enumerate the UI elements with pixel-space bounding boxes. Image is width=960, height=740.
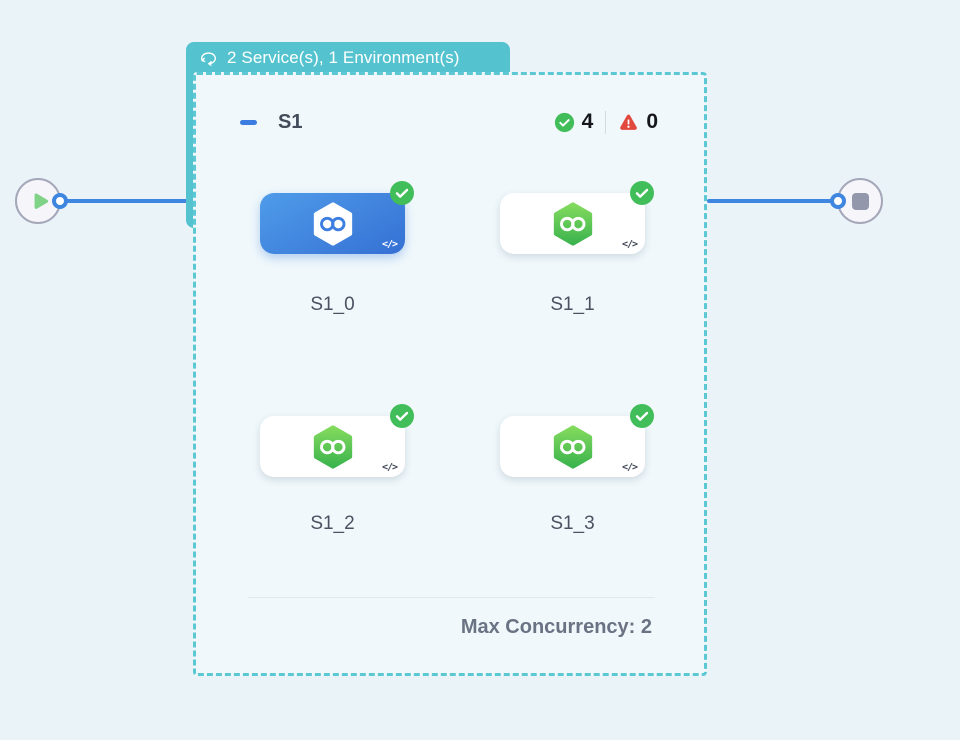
counter-divider	[605, 110, 607, 134]
service-card-s1-2[interactable]: </>	[260, 404, 414, 477]
service-hexagon-icon	[550, 201, 596, 247]
play-icon	[27, 188, 53, 214]
max-concurrency-label: Max Concurrency: 2	[460, 616, 652, 638]
service-hexagon-icon	[550, 424, 596, 470]
service-label: S1_0	[310, 294, 355, 315]
service-hexagon-icon	[310, 424, 356, 470]
start-node-port	[52, 193, 68, 209]
collapse-icon[interactable]	[240, 119, 257, 125]
service-label: S1_3	[550, 513, 595, 534]
stage-container: S1 4 0	[193, 72, 707, 676]
service-hexagon-icon	[310, 201, 356, 247]
cycle-icon	[199, 49, 218, 68]
stage-tab-label: 2 Service(s), 1 Environment(s)	[227, 48, 460, 67]
footer-divider	[248, 597, 655, 598]
success-count: 4	[581, 110, 594, 133]
error-count: 0	[646, 110, 658, 133]
service-card-s1-3[interactable]: </>	[500, 404, 654, 477]
code-icon: </>	[381, 239, 398, 250]
end-node-port	[830, 193, 846, 209]
success-check-icon	[390, 404, 414, 428]
stage-status-counters: 4 0	[554, 110, 658, 134]
stop-icon	[851, 192, 869, 210]
service-card-s1-0[interactable]: </>	[260, 181, 414, 254]
edge-start-to-stage	[60, 199, 191, 203]
code-icon: </>	[621, 239, 638, 250]
success-check-icon	[630, 181, 654, 205]
code-icon: </>	[381, 462, 398, 473]
stage-name: S1	[278, 110, 303, 133]
stage-header: S1 4 0	[240, 105, 658, 139]
service-card-s1-1[interactable]: </>	[500, 181, 654, 254]
success-check-icon	[554, 112, 575, 133]
code-icon: </>	[621, 462, 638, 473]
success-check-icon	[390, 181, 414, 205]
service-label: S1_2	[310, 513, 355, 534]
success-check-icon	[630, 404, 654, 428]
error-warning-icon	[618, 112, 639, 133]
edge-stage-to-end	[707, 199, 839, 203]
service-label: S1_1	[550, 294, 595, 315]
